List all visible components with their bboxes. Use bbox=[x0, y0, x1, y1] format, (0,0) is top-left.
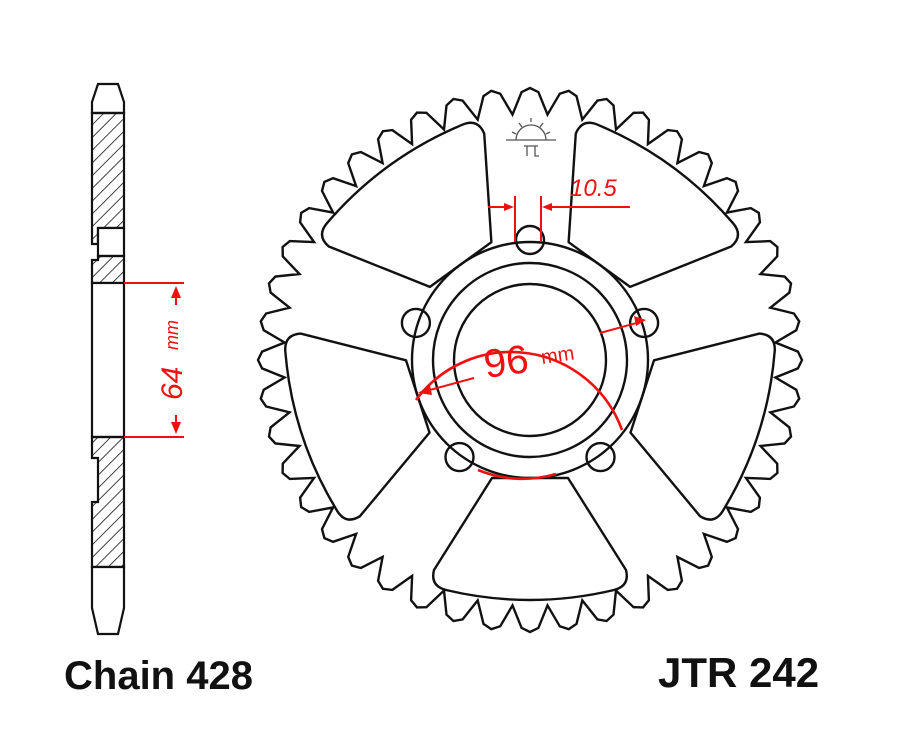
cutouts bbox=[284, 121, 776, 602]
center-bore bbox=[452, 282, 608, 438]
hub-ring-inner bbox=[431, 261, 629, 459]
bolt-hole-dimension bbox=[488, 196, 630, 242]
lightening-cutout bbox=[567, 121, 740, 289]
hub-ring-outer bbox=[410, 240, 650, 480]
pcd-dimension bbox=[418, 316, 646, 395]
hub-width-label: 64 bbox=[156, 367, 189, 400]
part-number-label: JTR 242 bbox=[658, 649, 820, 696]
pcd-unit-label: mm bbox=[540, 343, 576, 369]
side-profile-view bbox=[90, 82, 126, 636]
bolt-hole bbox=[585, 441, 616, 473]
chain-size-label: Chain 428 bbox=[64, 654, 253, 698]
hub-width-dimension bbox=[124, 282, 184, 438]
sprocket-front-view bbox=[256, 86, 804, 634]
sprocket-teeth-outline bbox=[256, 86, 804, 634]
lightening-cutout bbox=[432, 476, 628, 602]
lightening-cutout bbox=[320, 121, 493, 289]
bolt-hole bbox=[400, 307, 432, 339]
pcd-value-label: 96 bbox=[481, 337, 531, 387]
sunrise-logo-icon bbox=[506, 118, 556, 157]
bolt-hole bbox=[514, 224, 546, 256]
pcd-circle bbox=[414, 350, 624, 481]
lightening-cutout bbox=[629, 332, 776, 521]
hub-width-unit: mm bbox=[162, 320, 182, 350]
bolt-hole bbox=[628, 307, 660, 339]
bolt-hole-label: 10.5 bbox=[570, 175, 617, 202]
bolt-hole bbox=[444, 441, 475, 473]
lightening-cutout bbox=[284, 332, 431, 521]
bolt-holes bbox=[400, 224, 660, 473]
